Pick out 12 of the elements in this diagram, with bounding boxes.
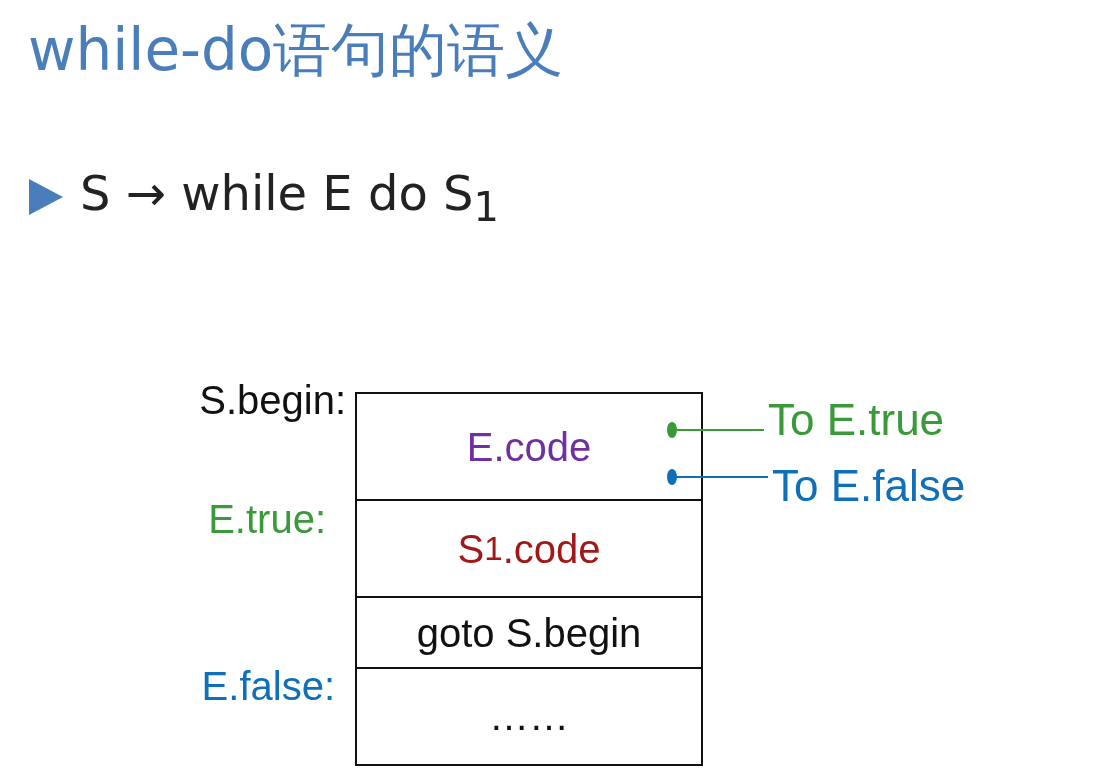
leader-label: To E.false bbox=[772, 460, 966, 512]
jump-label: S.begin: bbox=[199, 378, 346, 423]
code-cell: goto S.begin bbox=[355, 596, 703, 670]
code-cell: …… bbox=[355, 667, 703, 766]
leader-line bbox=[667, 469, 769, 485]
jump-label: E.true: bbox=[208, 497, 326, 542]
jump-label: E.false: bbox=[201, 664, 335, 709]
production-rule: S → while E do S$_{1}$ bbox=[80, 165, 499, 230]
leader-line bbox=[667, 422, 765, 438]
code-cell: E.code bbox=[355, 392, 703, 502]
leader-label: To E.true bbox=[768, 394, 945, 446]
slide-title: while-do语句的语义 bbox=[28, 15, 564, 86]
